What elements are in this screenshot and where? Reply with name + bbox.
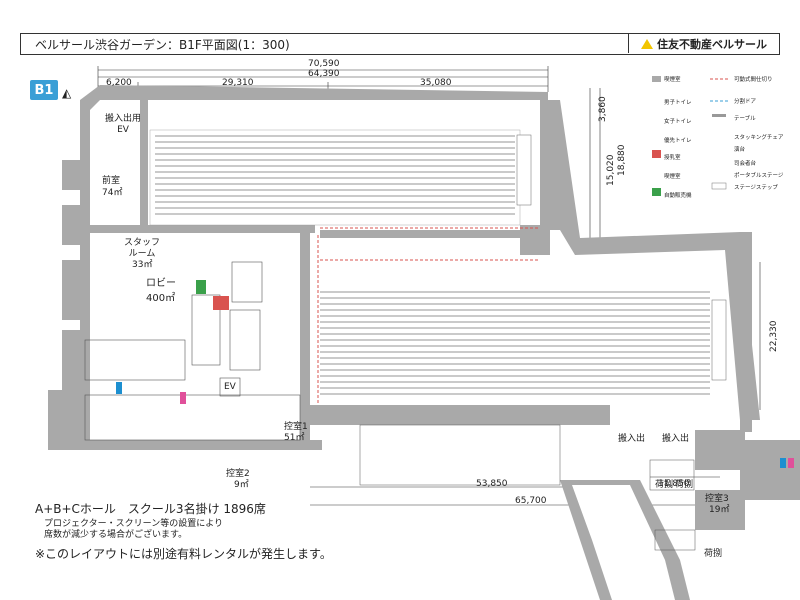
nursing-room-icon bbox=[213, 296, 229, 310]
projector-note-line2: 席数が減少する場合がございます。 bbox=[44, 530, 188, 540]
lobby-details bbox=[84, 261, 301, 441]
legend-l6: 自動販売機 bbox=[664, 193, 692, 199]
dim-bottom2: 65,700 bbox=[515, 496, 547, 506]
north-arrow-icon: ◭ bbox=[62, 86, 72, 100]
page-title: ベルサール渋谷ガーデン：B1F平面図(1：300) bbox=[35, 38, 290, 52]
room-freight-ev: 搬入出用 EV bbox=[105, 114, 142, 135]
hall-bc-rows bbox=[320, 291, 710, 395]
male-toilet-icon bbox=[116, 382, 122, 394]
ramp-inner bbox=[572, 485, 675, 600]
room-nidana2: 荷捌 bbox=[675, 480, 694, 490]
floor-badge: B1 bbox=[30, 80, 58, 100]
legend-l3: 女子トイレ bbox=[664, 119, 692, 125]
logo-text: 住友不動産ベルサール bbox=[657, 37, 767, 51]
legend-l5: 喫煙室 bbox=[664, 174, 681, 180]
room-loading2: 搬入出 bbox=[662, 434, 690, 444]
walls bbox=[48, 85, 800, 530]
legend-access: 優先トイレ bbox=[664, 138, 692, 144]
room-front-area: 74㎡ bbox=[102, 188, 123, 198]
legend-r3: テーブル bbox=[734, 116, 756, 122]
lower-structure bbox=[359, 424, 696, 551]
room-loading1: 搬入出 bbox=[618, 434, 646, 444]
rental-note: ※このレイアウトには別途有料レンタルが発生します。 bbox=[35, 547, 332, 561]
room-lobby-area: 400㎡ bbox=[146, 293, 176, 304]
logo-mark-icon bbox=[641, 38, 653, 49]
legend-l4: 授乳室 bbox=[664, 155, 681, 161]
legend-l2: 男子トイレ bbox=[664, 100, 692, 106]
dim-top-total: 70,590 bbox=[308, 59, 340, 69]
dim-seg3: 35,080 bbox=[420, 78, 452, 88]
legend-r2: 分割ドア bbox=[734, 99, 757, 105]
room-waiting2: 控室2 bbox=[226, 469, 250, 479]
legend-r7: ポータブルステージ bbox=[734, 173, 784, 179]
room-lobby: ロビー bbox=[146, 278, 176, 289]
female-toilet-icon-2 bbox=[788, 458, 794, 468]
female-toilet-icon bbox=[180, 392, 186, 404]
dimension-lines bbox=[97, 66, 761, 506]
legend: 喫煙室 男子トイレ 女子トイレ 優先トイレ 授乳室 喫煙室 自動販売機 可動式間… bbox=[650, 72, 800, 202]
room-waiting1: 控室1 bbox=[284, 422, 308, 432]
room-nidana3: 荷捌 bbox=[704, 549, 723, 559]
room-staff-area: 33㎡ bbox=[132, 260, 153, 270]
legend-r5: 演台 bbox=[734, 147, 746, 153]
room-front: 前室 bbox=[102, 176, 121, 186]
dim-top-inner: 64,390 bbox=[308, 69, 340, 79]
legend-r6: 司会者台 bbox=[734, 161, 757, 167]
legend-r8: ステージステップ bbox=[734, 185, 778, 191]
dim-seg2: 29,310 bbox=[222, 78, 254, 88]
hall-capacity-note: A+B+Cホール スクール3名掛け 1896席 bbox=[35, 502, 266, 516]
dim-seg1: 6,200 bbox=[106, 78, 132, 88]
legend-swatches bbox=[652, 76, 730, 196]
room-nidana1: 荷捌 bbox=[655, 480, 674, 490]
dim-right1: 3,860 bbox=[598, 96, 608, 122]
dim-bottom3: 11,850 bbox=[658, 479, 690, 489]
legend-l1: 喫煙室 bbox=[664, 77, 681, 83]
room-waiting3-area: 19㎡ bbox=[709, 505, 730, 515]
room-waiting3: 控室3 bbox=[705, 494, 729, 504]
room-staff: スタッフ ルーム bbox=[124, 238, 161, 259]
male-toilet-icon-2 bbox=[780, 458, 786, 468]
room-waiting1-area: 51㎡ bbox=[284, 433, 305, 443]
legend-r4: スタッキングチェア bbox=[734, 135, 784, 141]
stages bbox=[516, 134, 727, 381]
dim-right2: 15,020 bbox=[606, 154, 616, 187]
room-ev: EV bbox=[224, 382, 236, 392]
dim-right3: 18,880 bbox=[617, 144, 627, 177]
brand-logo: 住友不動産ベルサール bbox=[628, 34, 779, 53]
dim-bottom1: 53,850 bbox=[476, 479, 508, 489]
room-waiting2-area: 9㎡ bbox=[234, 480, 249, 490]
vending-machine-icon bbox=[196, 280, 206, 294]
dim-right4: 22,330 bbox=[769, 320, 779, 353]
projector-note: プロジェクター・スクリーン等の設置により 席数が減少する場合がございます。 bbox=[44, 519, 244, 541]
hall-a-rows bbox=[155, 135, 515, 215]
legend-r1: 可動式間仕切り bbox=[734, 77, 773, 83]
movable-partitions bbox=[317, 227, 540, 405]
projector-note-line1: プロジェクター・スクリーン等の設置により bbox=[44, 519, 224, 529]
header-bar: ベルサール渋谷ガーデン：B1F平面図(1：300) 住友不動産ベルサール bbox=[20, 33, 780, 55]
